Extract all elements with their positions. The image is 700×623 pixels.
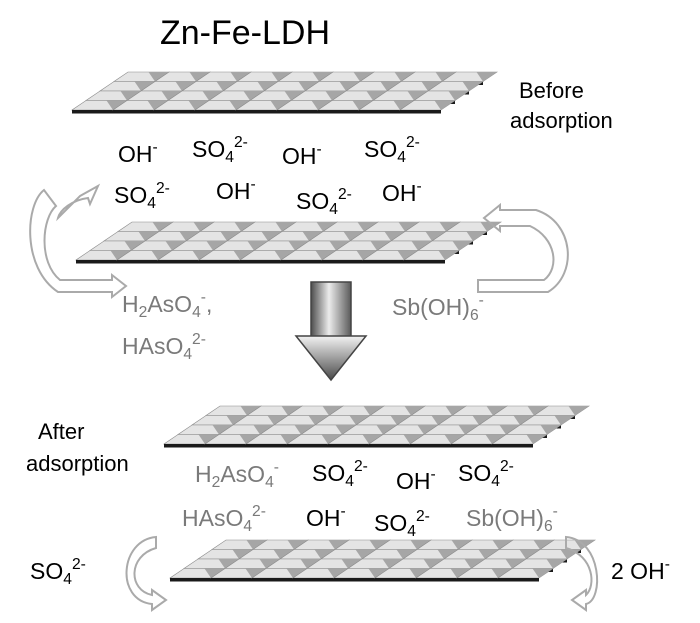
down-arrow-icon	[294, 281, 368, 382]
sulfate-ion: SO42-	[458, 458, 514, 490]
curved-arrow-icon	[565, 535, 599, 612]
after-label-line2: adsorption	[26, 451, 129, 476]
antimonate-ion: Sb(OH)6-	[392, 292, 484, 324]
antimonate-ion: Sb(OH)6-	[466, 503, 558, 535]
hydroxide-ion: OH-	[282, 141, 322, 169]
ldh-layer-icon	[71, 71, 498, 114]
sulfate-ion: SO42-	[312, 458, 368, 490]
sulfate-ion: SO42-	[364, 134, 420, 166]
released-hydroxide-ion: 2 OH-	[611, 556, 670, 584]
before-label-line2: adsorption	[510, 108, 613, 133]
sulfate-ion: SO42-	[296, 186, 352, 218]
hydroxide-ion: OH-	[118, 139, 158, 167]
curved-arrow-icon	[477, 202, 569, 293]
hydroxide-ion: OH-	[216, 176, 256, 204]
curved-arrow-icon	[125, 535, 168, 612]
hydroxide-ion: OH-	[396, 466, 436, 494]
ldh-layer-icon	[75, 221, 502, 264]
h2aso4-ion: H2AsO4-	[195, 459, 279, 491]
haso4-ion: HAsO42-	[182, 503, 266, 535]
hydroxide-ion: OH-	[306, 503, 346, 531]
after-label-line1: After	[38, 419, 85, 444]
sulfate-ion: SO42-	[374, 508, 430, 540]
before-label-line1: Before	[519, 78, 584, 103]
curved-arrow-icon	[56, 183, 101, 222]
curved-arrow-icon	[29, 188, 128, 300]
diagram-title: Zn-Fe-LDH	[160, 14, 331, 52]
released-sulfate-ion: SO42-	[30, 556, 86, 588]
sulfate-ion: SO42-	[114, 180, 170, 212]
sulfate-ion: SO42-	[192, 134, 248, 166]
haso4-ion: HAsO42-	[122, 331, 206, 363]
ldh-layer-icon	[169, 539, 596, 582]
h2aso4-ion: H2AsO4-,	[122, 289, 213, 321]
ldh-layer-icon	[163, 405, 590, 448]
hydroxide-ion: OH-	[382, 178, 422, 206]
